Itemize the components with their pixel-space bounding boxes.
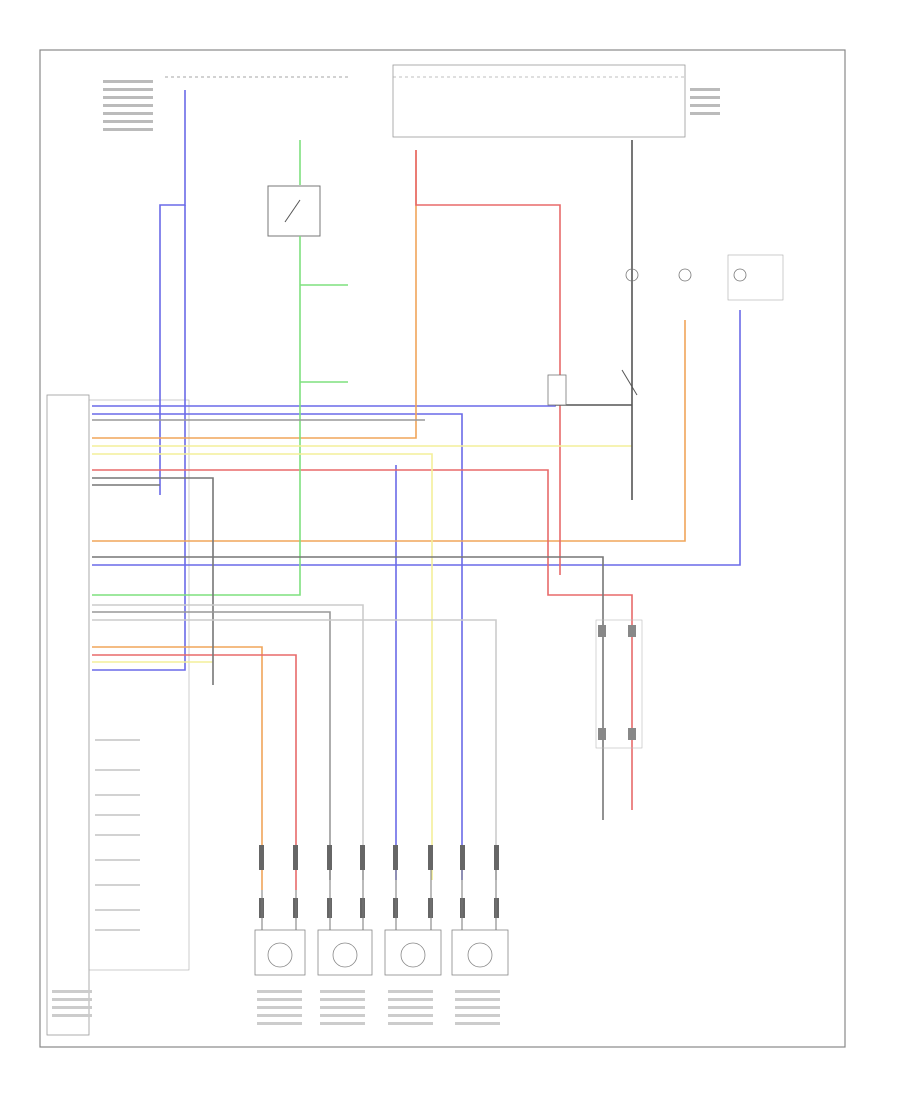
wire-gray-4 <box>92 611 331 880</box>
fuse-box-outline <box>392 64 686 138</box>
wire-gray-1 <box>92 477 214 685</box>
abs-control-module <box>46 394 90 1036</box>
relay-contact <box>621 369 638 396</box>
wire-red-mid <box>92 469 633 810</box>
text-blob-top-left <box>103 80 153 131</box>
instrument-cluster-outline <box>727 254 784 301</box>
abs-relay-box <box>547 374 567 406</box>
sensor-connector-pins <box>259 845 499 918</box>
wire-gray-5 <box>92 604 364 880</box>
module-internal-marks <box>95 739 140 931</box>
wire-yellow-2 <box>92 453 433 880</box>
wire-red-down <box>92 654 297 890</box>
diagram-frame <box>39 49 846 1048</box>
sensor-left-front <box>254 929 306 976</box>
wire-blue-mid <box>92 310 741 566</box>
data-link-connector <box>595 619 643 749</box>
wire-red-top <box>415 150 561 575</box>
wire-blue-top-1 <box>92 396 556 407</box>
sensor-right-rear <box>451 929 509 976</box>
module-label-blob <box>52 990 92 1017</box>
warning-lamp-1 <box>625 268 639 282</box>
module-inner-frame <box>88 399 190 971</box>
brake-switch-contact <box>284 199 301 223</box>
sensor-right-front <box>317 929 373 976</box>
wire-orange-mid <box>92 320 686 542</box>
dlc-pins <box>598 625 636 740</box>
wire-gray-3 <box>92 556 604 820</box>
brake-switch-box <box>267 185 321 237</box>
wire-black-right <box>555 140 633 406</box>
sensor-wire-stubs <box>261 870 497 930</box>
wire-blue-lower <box>92 205 186 671</box>
wire-green-switch <box>92 236 301 596</box>
wire-blue-top-2 <box>92 413 463 880</box>
warning-lamp-3 <box>733 268 747 282</box>
wire-blue-vertical-left <box>159 90 186 495</box>
text-blob-top-right <box>690 88 720 115</box>
wheel-speed-sensors <box>254 929 509 976</box>
wire-orange-top <box>92 150 417 439</box>
wire-gray-6 <box>92 619 497 880</box>
warning-lamp-2 <box>678 268 692 282</box>
wire-orange-down <box>92 646 263 890</box>
sensor-left-rear <box>384 929 442 976</box>
sensor-label-blobs <box>257 990 500 1025</box>
